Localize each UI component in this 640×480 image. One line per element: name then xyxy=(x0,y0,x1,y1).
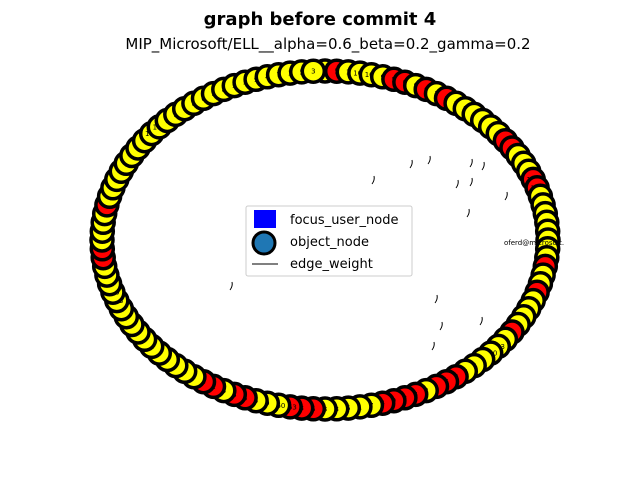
edge-mark xyxy=(431,341,435,351)
legend-label-edge-weight: edge_weight xyxy=(290,257,373,272)
edge-mark xyxy=(434,294,438,304)
edge-mark xyxy=(504,191,508,201)
edge-mark xyxy=(409,159,413,169)
legend: focus_user_node object_node edge_weight xyxy=(245,205,413,277)
node-label: 3 xyxy=(311,68,315,76)
object-node-marker xyxy=(251,230,277,256)
edge-mark xyxy=(229,281,233,291)
edge-layer xyxy=(229,155,508,351)
legend-label-object-node: object_node xyxy=(290,235,369,250)
graph-node: 3 xyxy=(300,58,327,84)
edge-mark xyxy=(479,316,483,326)
edge-mark xyxy=(455,179,459,189)
figure-title: graph before commit 4 xyxy=(204,9,437,30)
edge-mark xyxy=(481,161,485,171)
edge-mark xyxy=(469,158,473,168)
edge-mark xyxy=(371,175,375,185)
figure-subtitle: MIP_Microsoft/ELL__alpha=0.6_beta=0.2_ga… xyxy=(125,35,530,54)
edge-mark xyxy=(439,321,443,331)
legend-box xyxy=(245,205,413,277)
focus-user-label: oferd@microsoft. xyxy=(504,239,564,247)
node-circle xyxy=(300,58,327,84)
edge-mark xyxy=(469,177,473,187)
node-layer: 8531631609568618539471538531631609568618… xyxy=(89,58,561,422)
edge-mark xyxy=(427,155,431,165)
legend-label-focus-user: focus_user_node xyxy=(290,213,399,228)
edge-mark xyxy=(466,208,470,218)
focus-user-marker xyxy=(254,210,276,228)
